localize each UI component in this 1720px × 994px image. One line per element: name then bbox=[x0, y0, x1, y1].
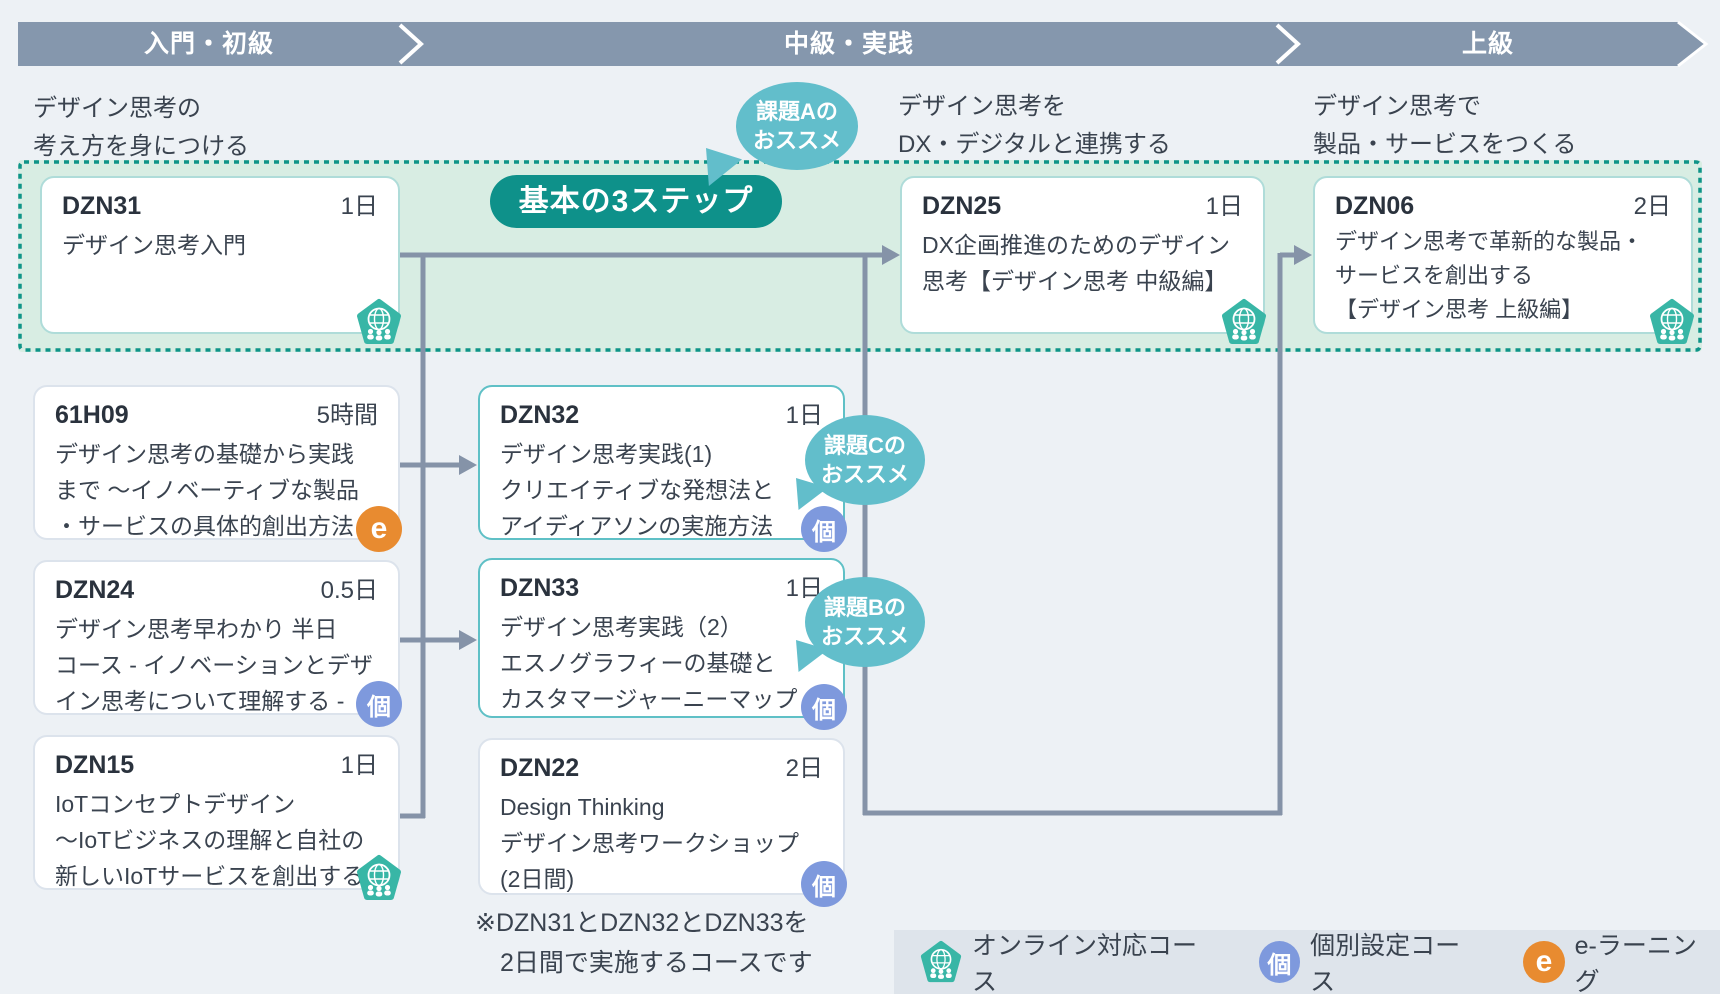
course-code: 61H09 bbox=[55, 401, 129, 429]
individual-course-icon: 個 bbox=[801, 861, 847, 907]
course-duration: 2日 bbox=[1633, 193, 1671, 220]
course-title: Design Thinking デザイン思考ワークショップ (2日間) bbox=[500, 794, 799, 892]
course-card-dzn31[interactable]: DZN31 1日 デザイン思考入門 bbox=[40, 176, 401, 344]
dashed-border bbox=[18, 160, 1702, 352]
arrow-into-dzn06 bbox=[1294, 245, 1312, 265]
level-header-band bbox=[18, 20, 1709, 68]
individual-course-icon: 個 bbox=[1258, 941, 1301, 983]
recommend-bubble-c: 課題Cの おススメ bbox=[805, 415, 925, 505]
phase-description-intermediate: デザイン思考を DX・デジタルと連携する bbox=[898, 93, 1171, 158]
course-duration: 0.5日 bbox=[320, 577, 378, 604]
course-title: デザイン思考早わかり 半日 コース - イノベーションとデザ イン思考について理… bbox=[55, 616, 373, 714]
level-beginner: 入門・初級 bbox=[143, 30, 274, 58]
arrow-into-dzn25 bbox=[882, 245, 900, 265]
arrow-into-dzn32 bbox=[459, 455, 477, 475]
course-duration: 1日 bbox=[340, 193, 378, 220]
course-code: DZN31 bbox=[62, 192, 142, 220]
elearning-icon: e bbox=[356, 506, 402, 552]
legend-item-elearning: e e-ラーニング bbox=[1523, 926, 1720, 994]
basic-steps-badge: 基本の3ステップ bbox=[490, 175, 782, 228]
course-card-dzn25[interactable]: DZN25 1日 DX企画推進のためのデザイン 思考【デザイン思考 中級編】 bbox=[900, 176, 1266, 344]
course-card-dzn33[interactable]: DZN33 1日 デザイン思考実践（2） エスノグラフィーの基礎と カスタマージ… bbox=[478, 558, 847, 730]
elearning-icon: e bbox=[1523, 941, 1565, 983]
chevron-separator-icon bbox=[398, 23, 424, 65]
legend: オンライン対応コース 個 個別設定コース e e-ラーニング bbox=[894, 930, 1720, 994]
course-duration: 1日 bbox=[340, 752, 378, 779]
course-code: DZN32 bbox=[500, 401, 580, 429]
course-title: デザイン思考実践（2） エスノグラフィーの基礎と カスタマージャーニーマップ bbox=[500, 614, 798, 712]
course-code: DZN24 bbox=[55, 576, 135, 604]
course-code: DZN15 bbox=[55, 751, 135, 779]
legend-label-individual: 個別設定コース bbox=[1310, 932, 1461, 994]
online-course-icon bbox=[920, 940, 962, 984]
online-course-icon bbox=[356, 854, 402, 902]
course-duration: 2日 bbox=[785, 755, 823, 782]
course-duration: 1日 bbox=[785, 402, 823, 429]
course-card-dzn06[interactable]: DZN06 2日 デザイン思考で革新的な製品・ サービスを創出する 【デザイン思… bbox=[1313, 176, 1694, 344]
course-title: DX企画推進のためのデザイン 思考【デザイン思考 中級編】 bbox=[922, 232, 1230, 294]
course-duration: 5時間 bbox=[316, 402, 378, 429]
course-title: デザイン思考で革新的な製品・ サービスを創出する 【デザイン思考 上級編】 bbox=[1335, 229, 1644, 322]
phase-description-beginner: デザイン思考の 考え方を身につける bbox=[33, 95, 249, 160]
legend-item-individual: 個 個別設定コース bbox=[1258, 926, 1482, 994]
recommend-bubble-a: 課題Aの おススメ bbox=[736, 82, 858, 170]
level-advanced: 上級 bbox=[1461, 30, 1514, 58]
course-card-dzn15[interactable]: DZN15 1日 IoTコンセプトデザイン 〜IoTビジネスの理解と自社の 新し… bbox=[33, 735, 401, 900]
arrow-into-dzn33 bbox=[459, 630, 477, 650]
course-card-dzn24[interactable]: DZN24 0.5日 デザイン思考早わかり 半日 コース - イノベーションとデ… bbox=[33, 560, 402, 727]
course-card-dzn22[interactable]: DZN22 2日 Design Thinking デザイン思考ワークショップ (… bbox=[478, 738, 847, 907]
individual-course-icon: 個 bbox=[356, 681, 402, 727]
level-intermediate: 中級・実践 bbox=[783, 30, 914, 58]
online-course-icon bbox=[1221, 298, 1267, 346]
course-title: IoTコンセプトデザイン 〜IoTビジネスの理解と自社の 新しいIoTサービスを… bbox=[55, 791, 365, 889]
legend-label-elearning: e-ラーニング bbox=[1574, 932, 1697, 994]
chevron-separator-icon bbox=[1275, 23, 1301, 65]
course-title: デザイン思考の基礎から実践 まで 〜イノベーティブな製品 ・サービスの具体的創出… bbox=[55, 441, 360, 539]
online-course-icon bbox=[1649, 298, 1695, 346]
legend-item-online: オンライン対応コース bbox=[920, 926, 1217, 994]
individual-course-icon: 個 bbox=[801, 684, 847, 730]
individual-course-icon: 個 bbox=[801, 506, 847, 552]
course-code: DZN25 bbox=[922, 192, 1002, 220]
phase-description-advanced: デザイン思考で 製品・サービスをつくる bbox=[1313, 93, 1577, 158]
course-title: デザイン思考入門 bbox=[62, 232, 246, 258]
course-code: DZN22 bbox=[500, 754, 580, 782]
course-code: DZN33 bbox=[500, 574, 580, 602]
legend-label-online: オンライン対応コース bbox=[972, 932, 1198, 994]
course-card-61h09[interactable]: 61H09 5時間 デザイン思考の基礎から実践 まで 〜イノベーティブな製品 ・… bbox=[33, 385, 402, 552]
online-course-icon bbox=[356, 298, 402, 346]
course-card-dzn32[interactable]: DZN32 1日 デザイン思考実践(1) クリエイティブな発想法と アイディアソ… bbox=[478, 385, 847, 552]
recommend-bubble-b: 課題Bの おススメ bbox=[805, 577, 925, 667]
course-title: デザイン思考実践(1) クリエイティブな発想法と アイディアソンの実施方法 bbox=[500, 441, 775, 539]
course-duration: 1日 bbox=[1205, 193, 1243, 220]
dzn22-footnote: ※DZN31とDZN32とDZN33を 2日間で実施するコースです bbox=[475, 909, 813, 977]
course-code: DZN06 bbox=[1335, 192, 1415, 220]
